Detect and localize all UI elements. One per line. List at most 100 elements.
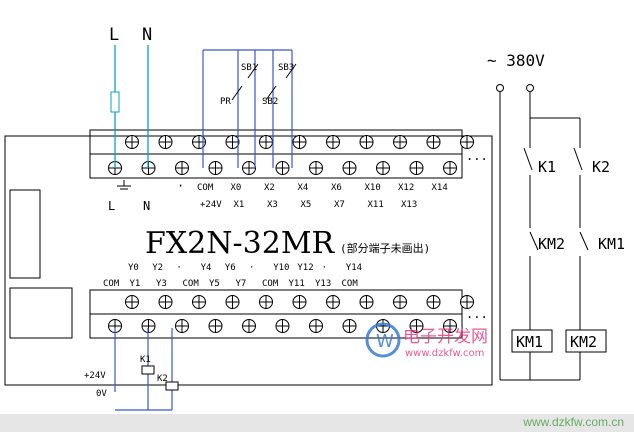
sb3-label: SB3 bbox=[278, 63, 294, 73]
terminal-label: X0 bbox=[231, 183, 242, 193]
plc-body bbox=[4, 135, 493, 386]
terminal-label: · bbox=[322, 263, 327, 273]
ground-icon bbox=[117, 180, 131, 190]
terminal-label: · bbox=[249, 263, 254, 273]
terminal-label: Y5 bbox=[209, 279, 220, 289]
sb2-label: SB2 bbox=[262, 97, 278, 107]
terminal-label: Y7 bbox=[236, 279, 247, 289]
k2-contact-label: K2 bbox=[592, 158, 610, 176]
bottom-ellipsis: ... bbox=[466, 307, 488, 321]
k2-coil bbox=[165, 381, 179, 391]
terminal-label: COM bbox=[197, 183, 214, 193]
terminal-label: X7 bbox=[334, 200, 345, 210]
screw-terminal bbox=[426, 135, 441, 149]
terminal-label: X4 bbox=[298, 183, 309, 193]
screw-terminal bbox=[175, 319, 189, 333]
screw-terminal bbox=[376, 161, 390, 175]
terminal-label: Y11 bbox=[289, 279, 305, 289]
km1-coil-label: KM1 bbox=[516, 333, 543, 351]
screw-terminal bbox=[443, 161, 457, 175]
screw-terminal bbox=[326, 295, 340, 309]
screw-terminal bbox=[225, 135, 240, 149]
terminal-label: X12 bbox=[398, 183, 414, 193]
terminal-label: Y12 bbox=[297, 263, 313, 273]
screw-terminal bbox=[292, 135, 307, 149]
pr-label: PR bbox=[220, 97, 231, 107]
screw-terminal bbox=[175, 161, 189, 175]
bottom-terminals bbox=[108, 295, 474, 333]
terminal-label: +24V bbox=[200, 200, 222, 210]
screw-terminal bbox=[359, 135, 374, 149]
k2-coil-label: K2 bbox=[157, 374, 168, 384]
k1-coil-label: K1 bbox=[140, 355, 151, 365]
screw-terminal bbox=[275, 161, 290, 175]
terminal-label: X5 bbox=[301, 200, 312, 210]
screw-terminal bbox=[208, 161, 223, 175]
screw-terminal bbox=[309, 161, 323, 175]
km2-coil-label: KM2 bbox=[570, 333, 597, 351]
screw-terminal bbox=[158, 135, 173, 149]
plc-side-panel bbox=[9, 189, 41, 279]
screw-terminal bbox=[242, 319, 256, 333]
k1-coil bbox=[141, 365, 155, 375]
screw-terminal bbox=[309, 319, 323, 333]
screw-terminal bbox=[275, 319, 290, 333]
terminal-label: Y13 bbox=[315, 279, 331, 289]
screw-terminal bbox=[192, 295, 206, 309]
terminal-label: COM bbox=[342, 279, 359, 289]
terminal-label: Y3 bbox=[156, 279, 167, 289]
contactor-circuit bbox=[499, 92, 589, 381]
terminal-label: COM bbox=[262, 279, 279, 289]
screw-terminal bbox=[342, 319, 357, 333]
screw-terminal bbox=[359, 295, 374, 309]
v0-label: 0V bbox=[96, 389, 107, 399]
screw-terminal bbox=[426, 295, 441, 309]
terminal-label: X11 bbox=[368, 200, 384, 210]
screw-terminal bbox=[158, 295, 173, 309]
screw-terminal bbox=[192, 135, 206, 149]
watermark-url: www.dzkfw.com bbox=[405, 348, 484, 359]
watermark-cn: 电子开发网 bbox=[403, 327, 488, 347]
screw-terminal bbox=[393, 135, 407, 149]
terminal-label: Y1 bbox=[130, 279, 141, 289]
plc-model-name: FX2N-32MR bbox=[145, 226, 336, 261]
km2-coil bbox=[565, 329, 607, 353]
screw-terminal bbox=[409, 319, 424, 333]
input-switch-wiring bbox=[202, 49, 293, 168]
v24-label: +24V bbox=[84, 371, 106, 381]
screw-terminal bbox=[242, 161, 256, 175]
terminal-label: Y10 bbox=[273, 263, 289, 273]
terminal-label: X14 bbox=[432, 183, 448, 193]
watermark-logo: W bbox=[365, 322, 401, 358]
km2-interlock-label: KM2 bbox=[538, 235, 565, 253]
screw-terminal bbox=[342, 161, 357, 175]
terminal-label: COM bbox=[103, 279, 120, 289]
top-terminals bbox=[108, 135, 474, 175]
terminal-label: COM bbox=[183, 279, 200, 289]
ac-voltage-label: ~ 380V bbox=[487, 51, 545, 70]
switch-contacts bbox=[231, 63, 297, 101]
screw-terminal bbox=[326, 135, 340, 149]
plc-model-note: (部分端子未画出) bbox=[340, 241, 430, 255]
screw-terminal bbox=[125, 135, 139, 149]
svg-text:W: W bbox=[376, 331, 394, 352]
screw-terminal bbox=[393, 295, 407, 309]
k1-contact-label: K1 bbox=[538, 158, 556, 176]
screw-terminal bbox=[443, 319, 457, 333]
screw-terminal bbox=[409, 161, 424, 175]
terminal-label: X3 bbox=[267, 200, 278, 210]
screw-terminal bbox=[460, 295, 474, 309]
sb1-label: SB1 bbox=[241, 63, 257, 73]
screw-terminal bbox=[259, 135, 273, 149]
screw-terminal bbox=[225, 295, 240, 309]
screw-terminal bbox=[259, 295, 273, 309]
terminal-label: Y0 bbox=[128, 263, 139, 273]
plc-side-panel-2 bbox=[9, 287, 73, 339]
terminal-dot-label: · bbox=[177, 179, 184, 193]
terminal-label: Y14 bbox=[346, 263, 362, 273]
km1-interlock-label: KM1 bbox=[598, 235, 625, 253]
